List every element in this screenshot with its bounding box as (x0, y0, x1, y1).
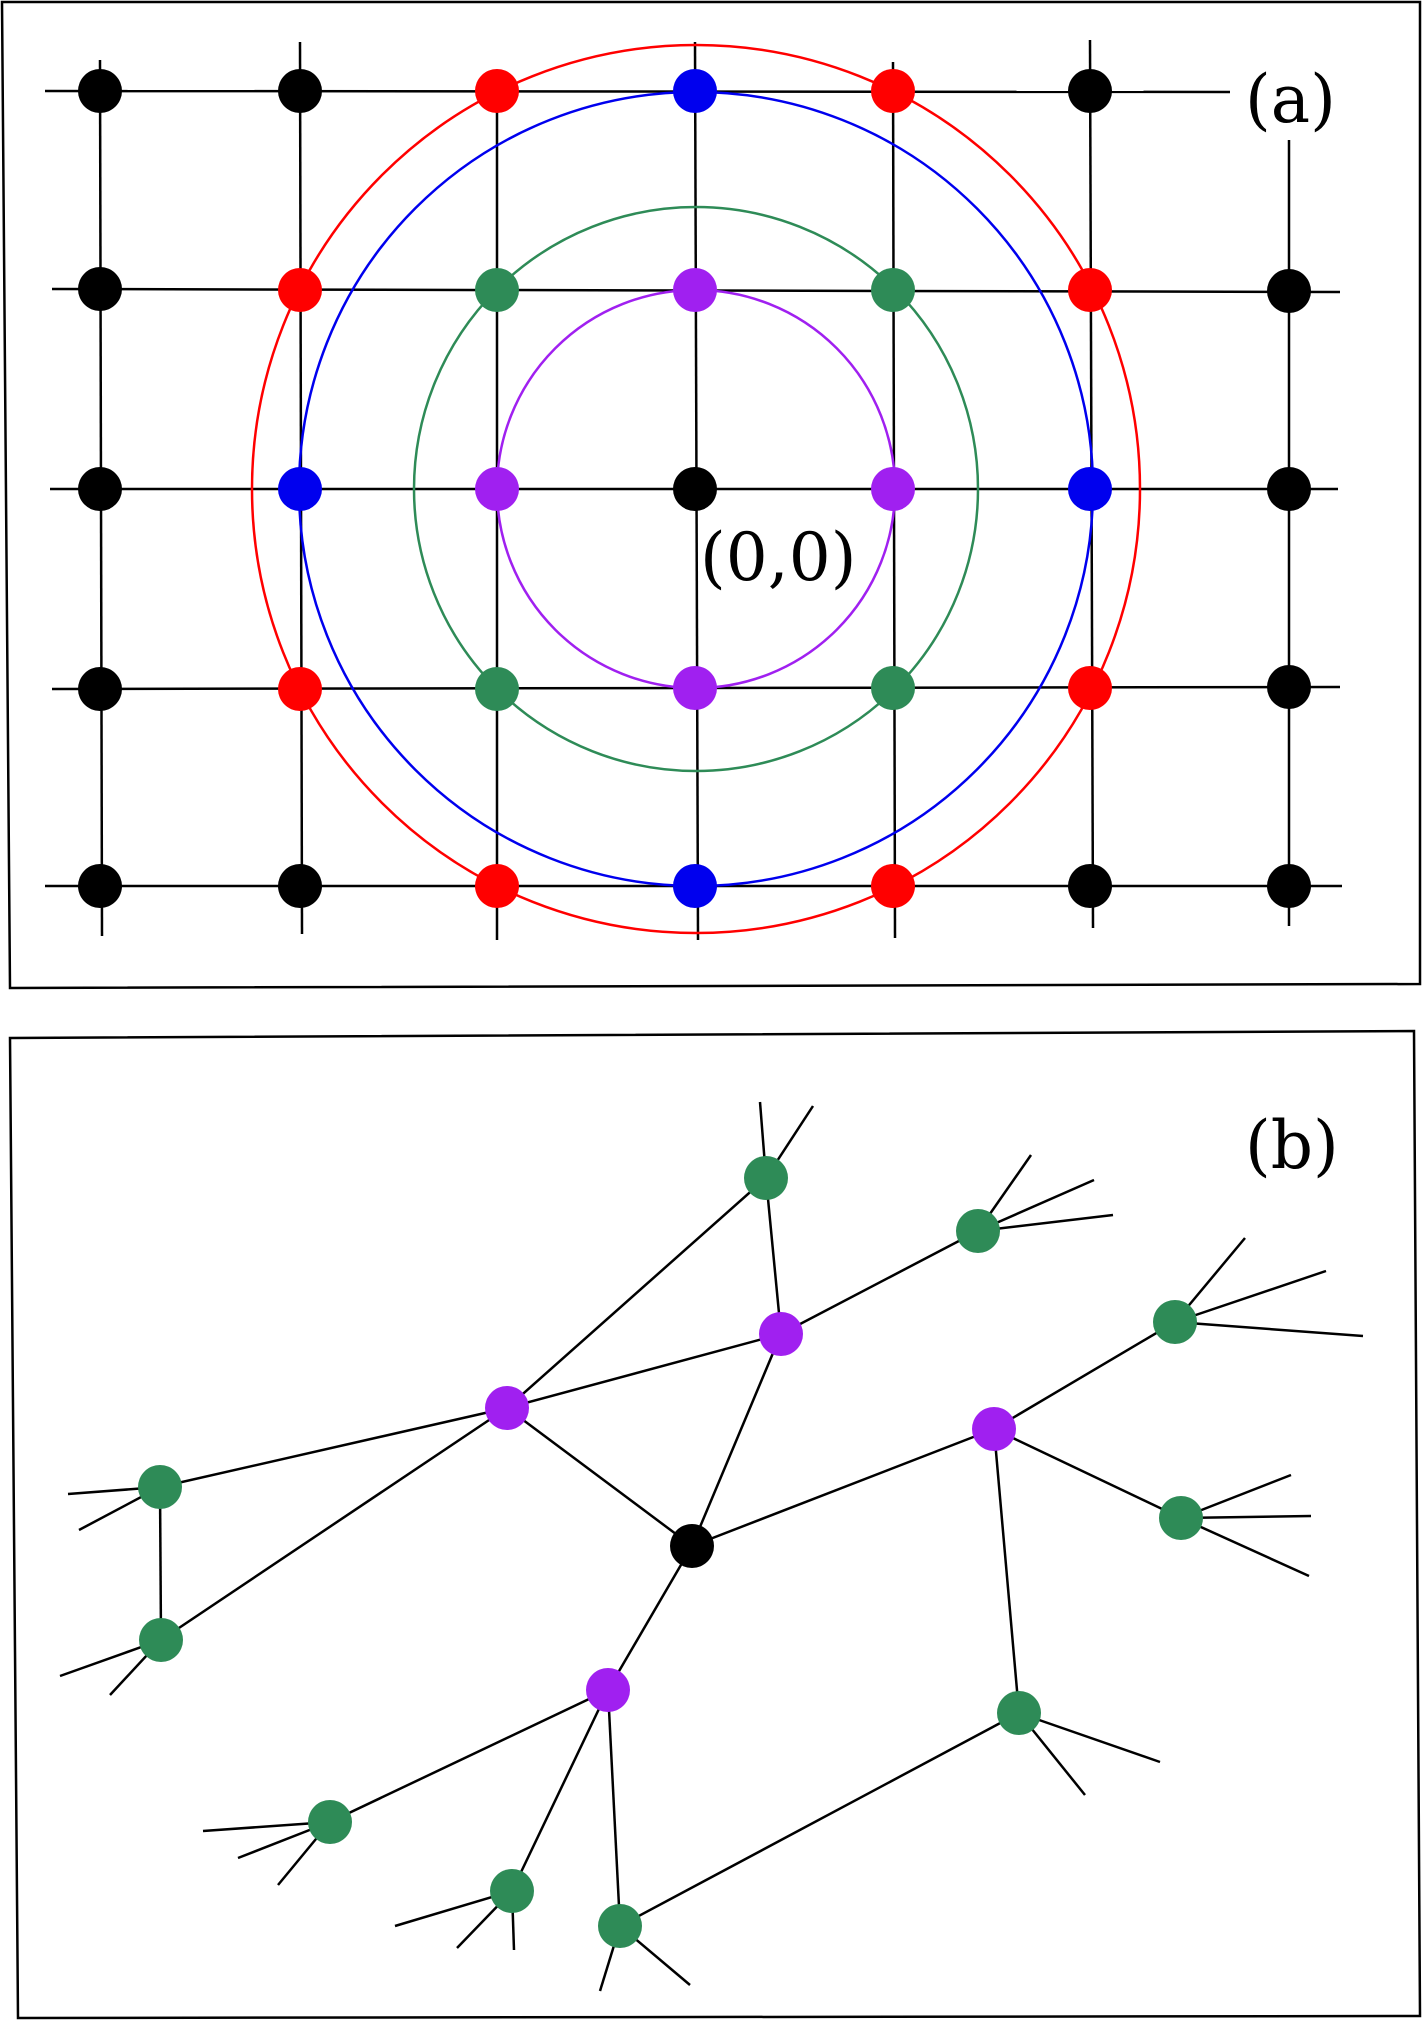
tree-edge (993, 1320, 1176, 1431)
red-node (278, 667, 322, 711)
green-node (308, 1800, 352, 1844)
red-node (475, 864, 519, 908)
stub-edge (1174, 1320, 1364, 1338)
green-node (138, 1465, 182, 1509)
black-node (78, 267, 122, 311)
tree-edge (690, 1333, 783, 1547)
stub-edge (1018, 1711, 1161, 1764)
black-node (1267, 467, 1311, 511)
tree-edge (160, 1406, 508, 1642)
black-node (278, 69, 322, 113)
purple-node (972, 1407, 1016, 1451)
green-node (744, 1156, 788, 1200)
blue-node (673, 864, 717, 908)
red-node (1068, 268, 1112, 312)
black-node (78, 667, 122, 711)
green-node (1159, 1496, 1203, 1540)
red-node (1068, 666, 1112, 710)
green-node (997, 1691, 1041, 1735)
lattice-row-line (44, 89, 1231, 94)
tree-edge (764, 1177, 783, 1335)
panel-b-frame (8, 1029, 1422, 2020)
black-node (1068, 864, 1112, 908)
green-node (871, 666, 915, 710)
tree-edge (506, 1177, 767, 1409)
stub-edge (1174, 1269, 1327, 1324)
black-node (1267, 665, 1311, 709)
panel-a: (a) (0,0) (0, 0, 1422, 990)
green-node (871, 268, 915, 312)
red-node (871, 864, 915, 908)
black-node (1267, 269, 1311, 313)
red-node (871, 69, 915, 113)
blue-node (673, 69, 717, 113)
origin-label: (0,0) (700, 519, 856, 596)
green-node (956, 1209, 1000, 1253)
panel-a-frame (0, 0, 1422, 990)
tree-edge (510, 1689, 610, 1892)
tree-edge (506, 1332, 782, 1410)
black-node (278, 864, 322, 908)
tree-edge (606, 1545, 694, 1691)
stub-edge (977, 1213, 1114, 1233)
purple-node (485, 1386, 529, 1430)
origin-node (673, 467, 717, 511)
black-node (78, 69, 122, 113)
tree-edge (691, 1427, 995, 1548)
red-node (475, 69, 519, 113)
black-node (1068, 69, 1112, 113)
tree-edge (506, 1406, 693, 1548)
blue-node (278, 467, 322, 511)
panel-b-label: (b) (1245, 1107, 1339, 1184)
tree-edges (59, 1101, 1364, 1992)
blue-node (1068, 467, 1112, 511)
black-node (78, 467, 122, 511)
purple-node (673, 268, 717, 312)
panel-b: (b) (8, 1029, 1422, 2020)
green-node (598, 1904, 642, 1948)
tree-edge (780, 1229, 979, 1336)
tree-edge (619, 1711, 1020, 1928)
red-circle (250, 43, 1142, 935)
tree-nodes (138, 1156, 1203, 1948)
tree-edge (992, 1428, 1021, 1714)
lattice-nodes (78, 69, 1311, 908)
green-node (139, 1618, 183, 1662)
green-node (475, 667, 519, 711)
tree-edge (158, 1486, 163, 1641)
tree-edge (606, 1689, 622, 1927)
purple-node (759, 1312, 803, 1356)
tree-edge (159, 1406, 508, 1489)
green-node (475, 268, 519, 312)
green-circle (412, 205, 980, 773)
panel-a-label: (a) (1245, 61, 1336, 138)
black-node (1267, 864, 1311, 908)
purple-node (871, 467, 915, 511)
purple-node (586, 1668, 630, 1712)
purple-node (673, 666, 717, 710)
stub-edge (1180, 1516, 1310, 1578)
green-node (1153, 1300, 1197, 1344)
center-node (670, 1524, 714, 1568)
red-node (278, 268, 322, 312)
tree-edge (993, 1427, 1182, 1520)
tree-edge (329, 1688, 609, 1824)
green-node (490, 1869, 534, 1913)
black-node (78, 864, 122, 908)
purple-node (475, 467, 519, 511)
